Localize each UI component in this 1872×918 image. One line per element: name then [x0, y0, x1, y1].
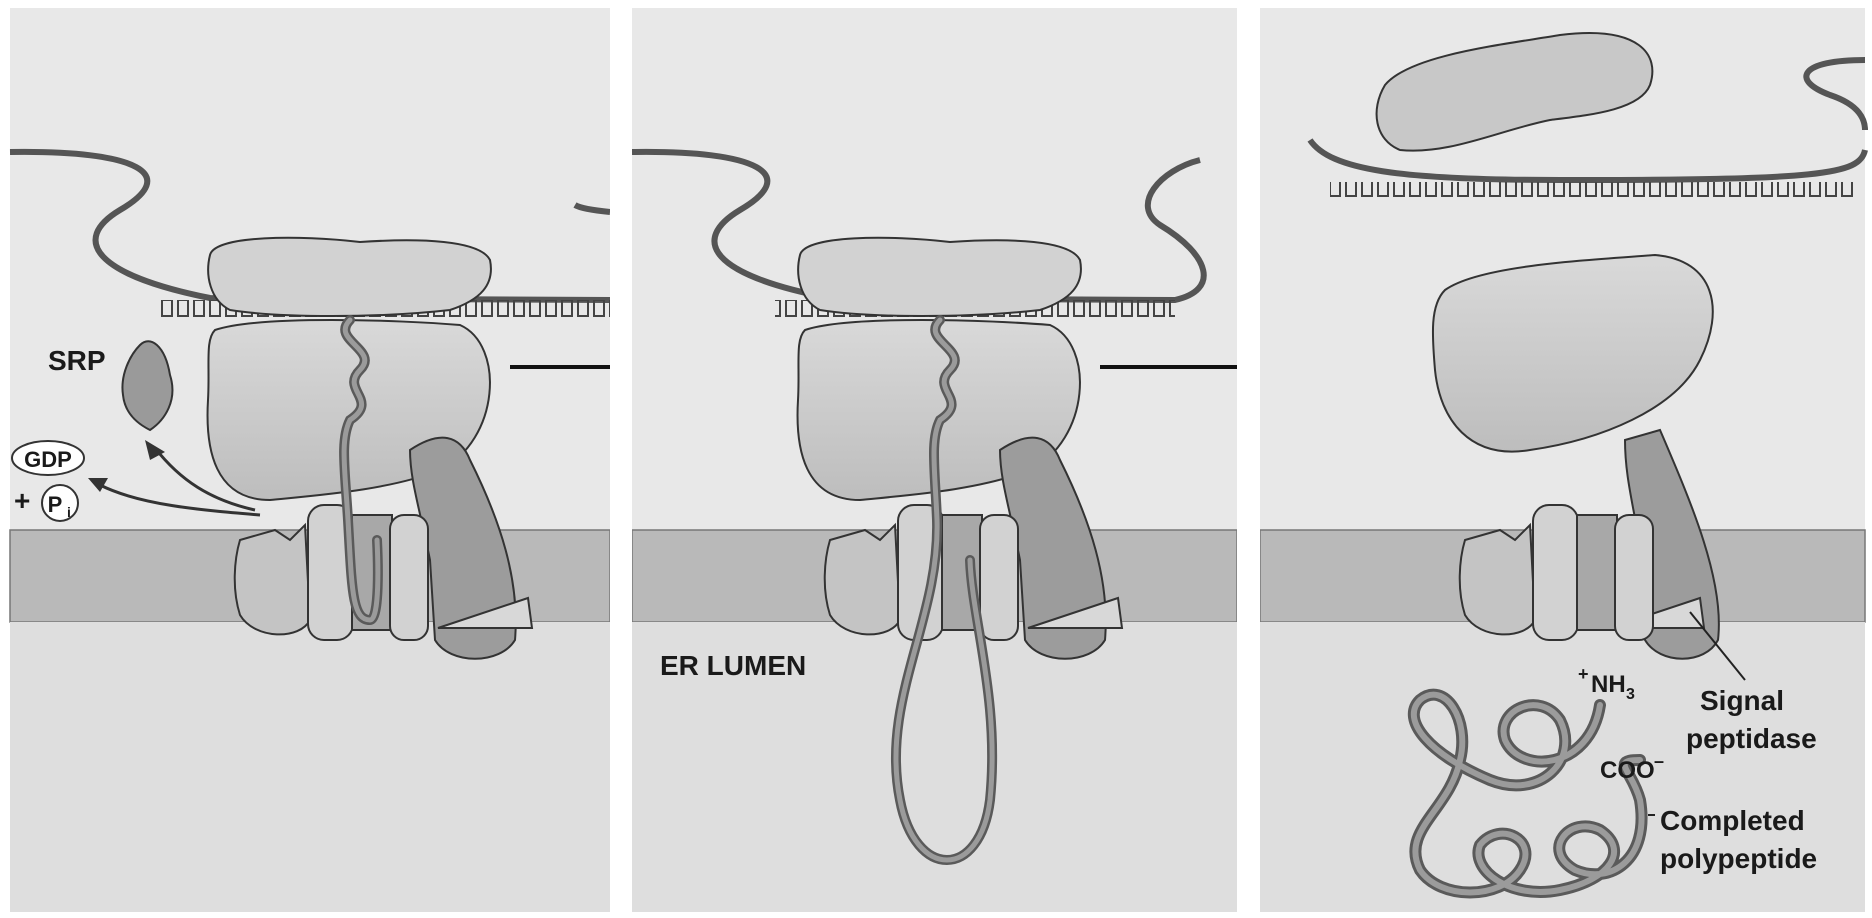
panel-1-lumen	[10, 622, 610, 912]
panel-2-receptor-left	[825, 525, 900, 634]
panel-3-translocon-right	[1615, 515, 1653, 640]
completed-polypeptide-label-line2: polypeptide	[1660, 843, 1817, 874]
panel-1: SRP GDP + P i	[10, 8, 610, 912]
panel-2: ER LUMEN	[632, 8, 1237, 912]
nh3-plus: +	[1578, 664, 1589, 684]
panel-2-translocon-right	[980, 515, 1018, 640]
coo-minus: –	[1654, 751, 1664, 771]
panel-3-translocon-left	[1533, 505, 1578, 640]
panel-3: + NH 3 COO – Signal peptidase Completed …	[1260, 8, 1865, 912]
pi-label: P	[48, 492, 63, 517]
pi-subscript: i	[67, 504, 71, 520]
panel-2-ribosome-small	[798, 238, 1081, 316]
er-lumen-label: ER LUMEN	[660, 650, 806, 681]
panel-1-ribosome-small	[208, 238, 491, 316]
panel-1-translocon-right	[390, 515, 428, 640]
signal-peptidase-label-line2: peptidase	[1686, 723, 1817, 754]
panel-1-receptor-left	[235, 525, 310, 634]
panel-3-mrna-codons	[1330, 182, 1855, 200]
coo-label: COO	[1600, 757, 1655, 784]
nh3-subscript: 3	[1626, 686, 1635, 703]
panel-3-translocon-pore	[1577, 515, 1617, 630]
panel-gutter-1	[610, 0, 632, 918]
gdp-label: GDP	[24, 447, 72, 472]
srp-label: SRP	[48, 345, 106, 376]
plus-sign: +	[14, 485, 30, 516]
signal-peptidase-label-line1: Signal	[1700, 685, 1784, 716]
panel-gutter-2	[1237, 0, 1260, 918]
panel-3-receptor-left	[1460, 525, 1535, 634]
nh3-label: NH	[1591, 671, 1626, 698]
completed-polypeptide-label-line1: Completed	[1660, 805, 1805, 836]
